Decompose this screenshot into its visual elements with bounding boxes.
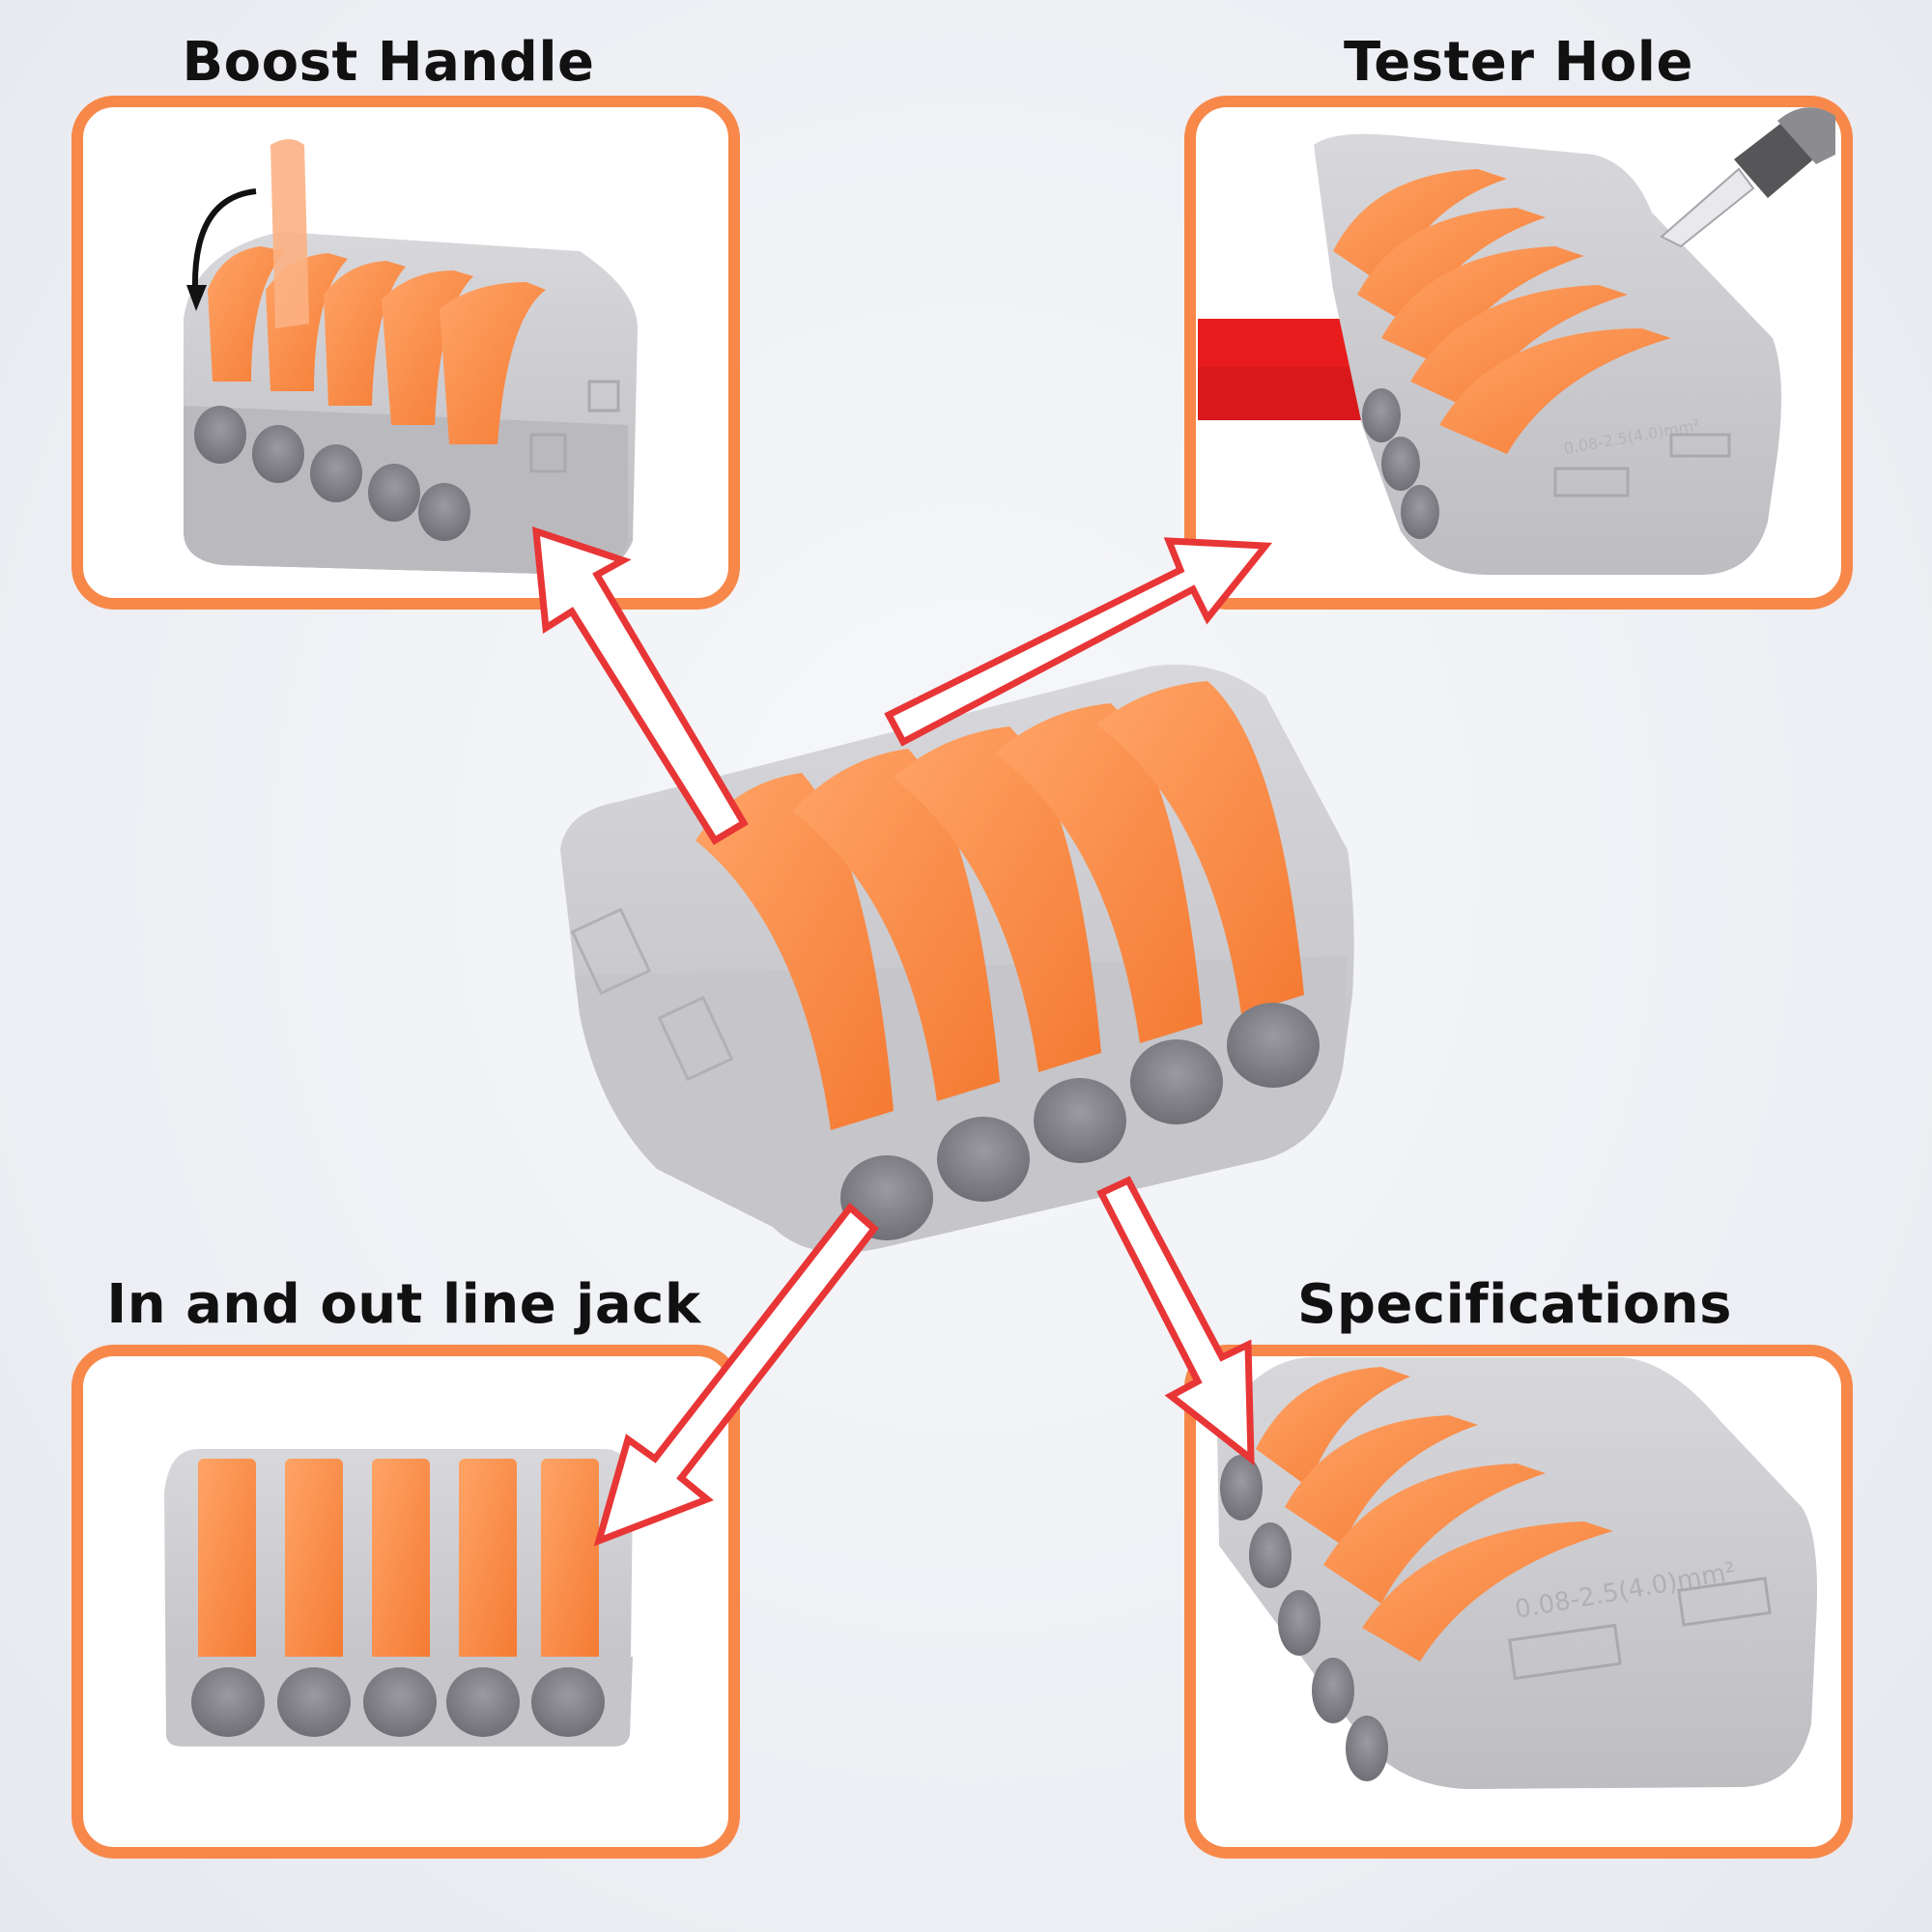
arrow-to-line-jack xyxy=(593,1202,879,1547)
label-line-jack: In and out line jack xyxy=(106,1273,701,1336)
arrow-to-specifications xyxy=(1096,1176,1255,1466)
label-boost-handle: Boost Handle xyxy=(182,31,595,94)
connector-boost-handle xyxy=(184,139,638,575)
label-tester-hole: Tester Hole xyxy=(1344,31,1693,94)
arrow-to-boost-handle xyxy=(531,526,749,845)
connector-main xyxy=(560,665,1354,1253)
label-specifications: Specifications xyxy=(1297,1273,1732,1336)
arrow-to-tester-hole xyxy=(884,537,1273,747)
connector-line-jack xyxy=(164,1449,633,1747)
connector-tester-hole: 0.08-2.5(4.0)mm² xyxy=(1198,107,1835,575)
connector-specifications: 0.08-2.5(4.0)mm² xyxy=(1217,1357,1817,1789)
